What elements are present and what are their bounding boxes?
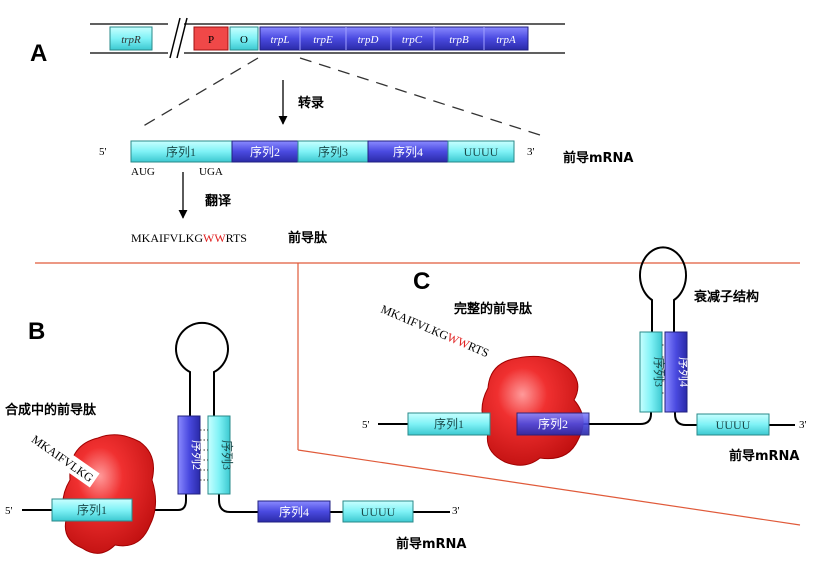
seq-label: 序列1: [166, 144, 196, 159]
c-seq1-label: 序列1: [434, 416, 464, 431]
gene-label: trpA: [496, 34, 516, 46]
b-seq4-segment: [257, 500, 331, 523]
gene-label: trpL: [271, 34, 290, 46]
b-seq3-segment: [207, 415, 231, 495]
leader-mrna-label: 前导mRNA: [563, 150, 634, 166]
c-seq3-segment: [639, 331, 663, 413]
c-seq4-label: 序列4: [677, 357, 692, 387]
panel-b: B 合成中的前导肽 5' 3' MKAIFVLKG 序列1: [5, 318, 467, 554]
c-seq2-label: 序列2: [538, 416, 568, 431]
uuuu-segment: [447, 140, 515, 163]
projection-line-left: [139, 57, 259, 129]
c-peptide-prefix: MKAIFVLKG: [379, 302, 451, 343]
seq-label: UUUU: [464, 145, 499, 159]
translation-label: 翻译: [205, 193, 232, 209]
ribosome-c: [481, 355, 584, 466]
gene-label: trpC: [402, 34, 423, 46]
three-prime-label: 3': [527, 146, 535, 158]
gene-label: trpE: [313, 34, 333, 46]
b-mrna-label: 前导mRNA: [396, 536, 467, 552]
b-uuuu-segment: [342, 500, 414, 523]
c-uuuu-label: UUUU: [716, 418, 751, 432]
panel-a-label: A: [30, 40, 47, 67]
c-seq1-segment: [407, 412, 491, 436]
leader-mrna-a: [130, 140, 515, 163]
panel-a: A trpR P O trpL trpE trpD trpC: [30, 17, 634, 246]
leader-mrna-a-labels: 序列1 序列2 序列3 序列4 UUUU: [166, 144, 499, 159]
leader-peptide-sequence: MKAIFVLKGWWRTS: [131, 231, 247, 245]
b-base-pairing: [200, 429, 208, 481]
peptide-tryptophan-highlight: WW: [203, 231, 226, 245]
c-base-pairing: [662, 344, 665, 394]
gene-label: O: [240, 34, 248, 46]
c-mrna-label: 前导mRNA: [729, 448, 800, 464]
break-slash-icon: [169, 17, 181, 59]
seq-label: 序列3: [318, 144, 348, 159]
panel-c-label: C: [413, 268, 430, 295]
seq-label: 序列4: [393, 144, 423, 159]
operator-box: [229, 26, 259, 51]
c-seq2-segment: [516, 412, 590, 436]
projection-line-right: [299, 57, 541, 136]
transcription-label: 转录: [298, 95, 324, 111]
panel-c: C 完整的前导肽 衰减子结构 MKAIFVLKGWWRTS 5' 3' 序列1 …: [362, 246, 807, 466]
c-three-prime-label: 3': [799, 419, 807, 431]
gene-label: trpR: [121, 34, 141, 46]
b-five-prime-label: 5': [5, 505, 13, 517]
c-uuuu-segment: [696, 413, 770, 436]
c-hairpin-loop: [639, 246, 687, 332]
b-uuuu-label: UUUU: [361, 505, 396, 519]
gene-label: P: [208, 34, 214, 46]
panel-b-title: 合成中的前导肽: [5, 402, 97, 418]
b-seq3-label: 序列3: [220, 440, 235, 470]
c-five-prime-label: 5': [362, 419, 370, 431]
peptide-prefix: MKAIFVLKG: [131, 231, 203, 245]
peptide-suffix: RTS: [226, 231, 247, 245]
promoter-box: [193, 26, 229, 51]
seq-label: 序列2: [250, 144, 280, 159]
b-seq2-segment: [177, 415, 201, 495]
b-hairpin-loop: [175, 322, 229, 416]
b-three-prime-label: 3': [452, 505, 460, 517]
start-codon-label: AUG: [131, 166, 155, 178]
leader-peptide-label: 前导肽: [288, 230, 328, 246]
operon-dna: [90, 17, 565, 59]
ribosome-b: [62, 434, 156, 554]
b-seq1-segment: [51, 498, 133, 522]
gene-label: trpD: [358, 34, 379, 46]
break-slash-icon: [176, 17, 188, 59]
five-prime-label: 5': [99, 146, 107, 158]
panel-c-title: 完整的前导肽: [454, 301, 533, 317]
b-seq2-label: 序列2: [190, 440, 205, 470]
structural-genes-box: [259, 26, 529, 51]
stop-codon-label: UGA: [199, 166, 223, 178]
operon-gene-labels: trpR P O trpL trpE trpD trpC trpB trpA: [121, 34, 516, 46]
gene-label: trpB: [449, 34, 469, 46]
gene-trpR-box: [109, 26, 153, 51]
attenuator-label: 衰减子结构: [693, 289, 759, 305]
c-seq4-segment: [664, 331, 688, 413]
panel-b-label: B: [28, 318, 45, 345]
peptide-b-tag: [25, 428, 100, 488]
c-peptide-suffix: RTS: [466, 339, 491, 360]
diagonal-divider: [297, 449, 801, 526]
b-seq4-label: 序列4: [279, 504, 309, 519]
b-seq1-label: 序列1: [77, 502, 107, 517]
c-seq3-label: 序列3: [652, 357, 667, 387]
